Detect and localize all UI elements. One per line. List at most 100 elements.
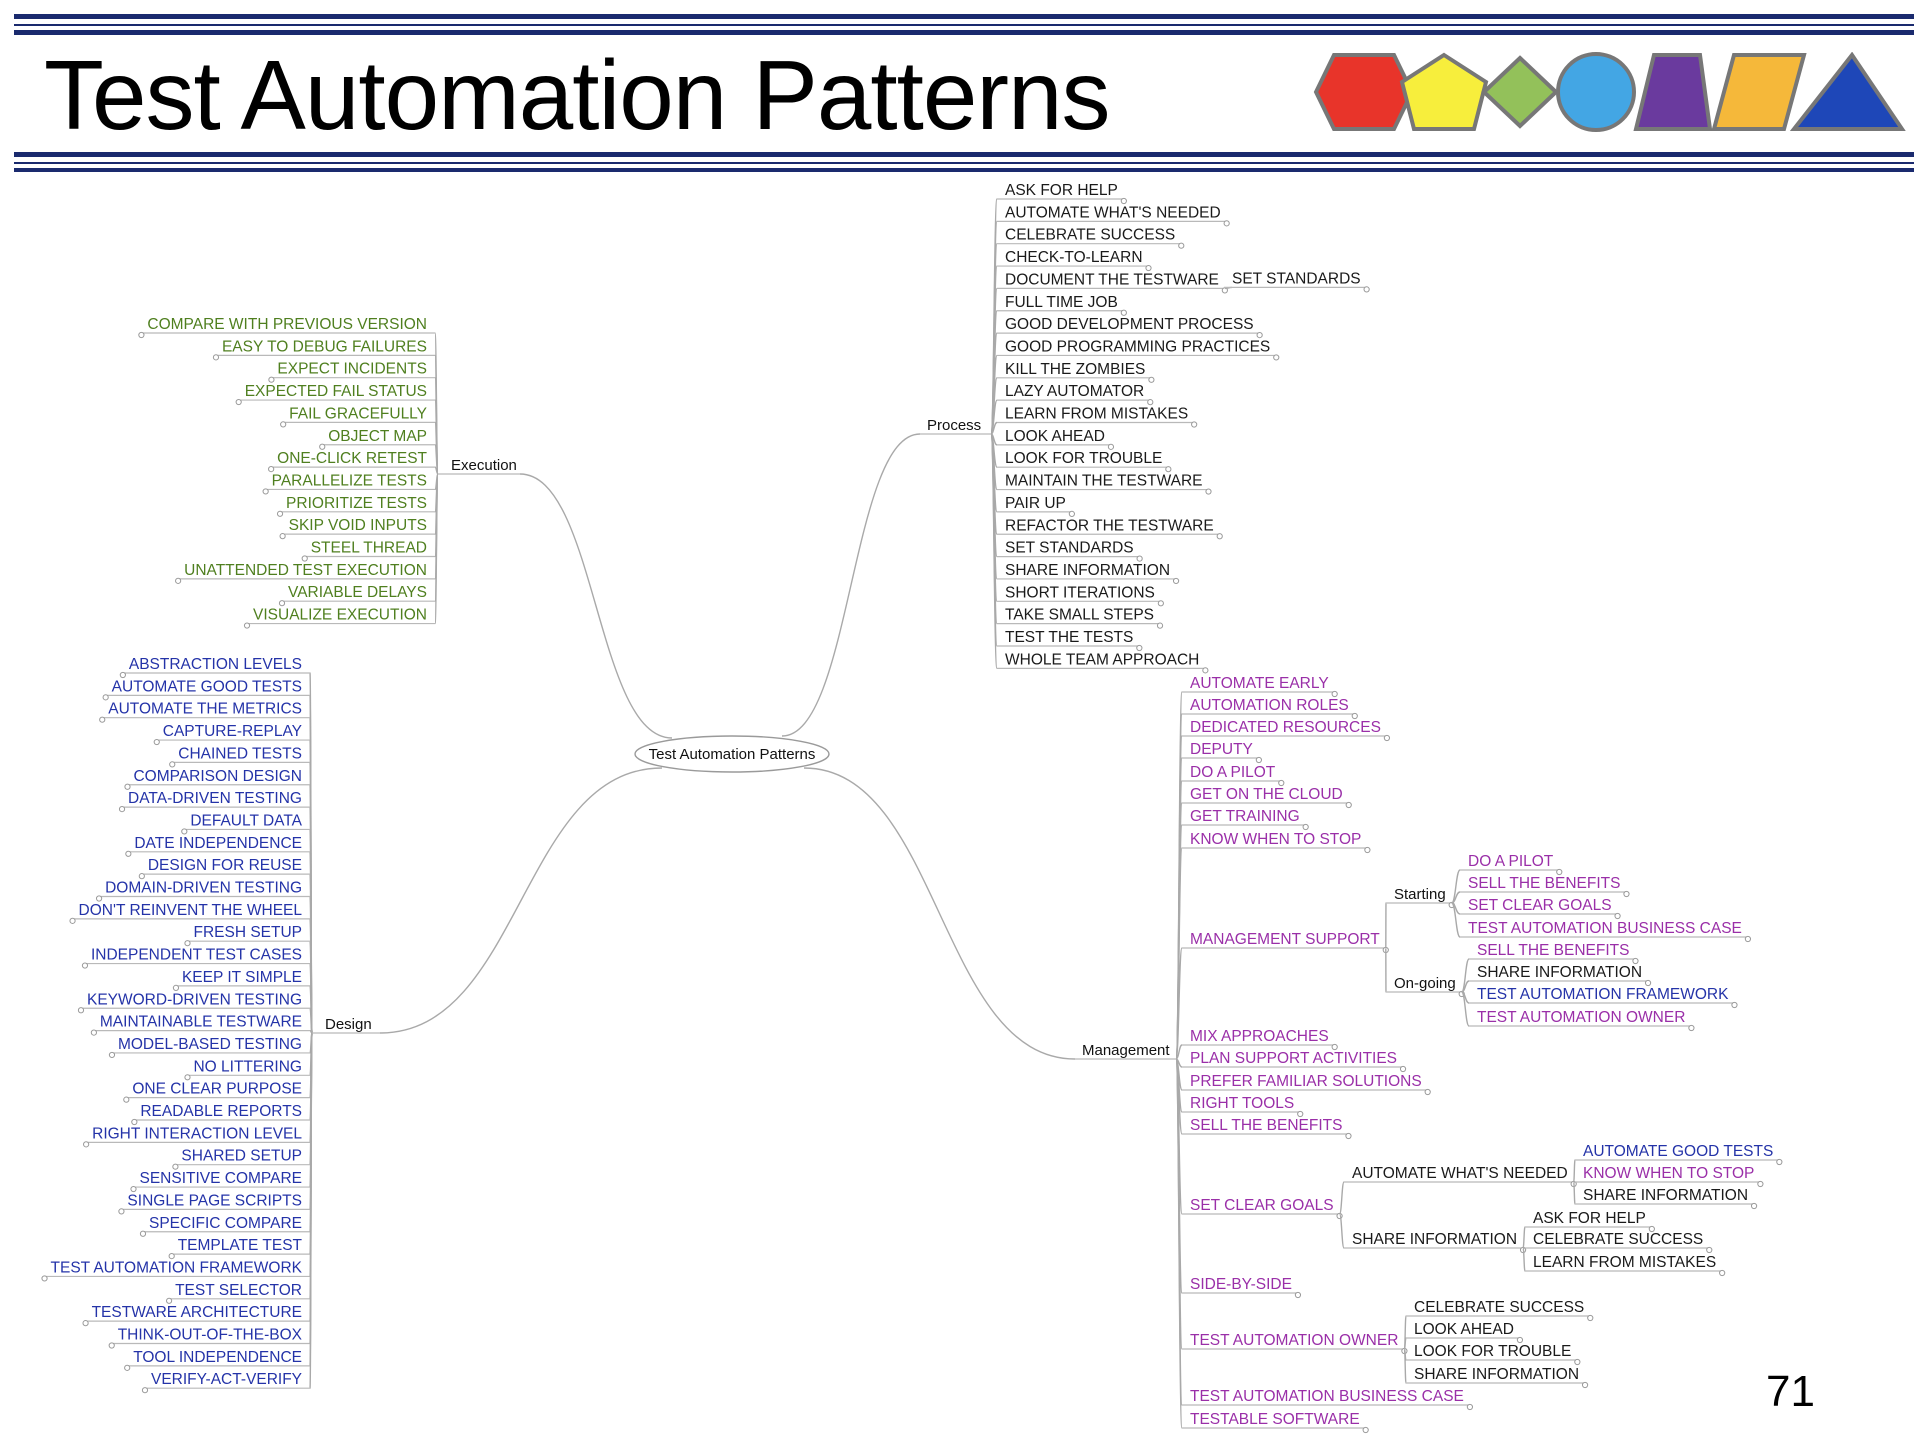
- pattern-node-look-ahead-106[interactable]: LOOK AHEAD: [1406, 1321, 1524, 1344]
- pattern-node-one-click-retest-6[interactable]: ONE-CLICK RETEST: [268, 450, 435, 473]
- pattern-node-test-automation-owner-88[interactable]: TEST AUTOMATION OWNER: [1469, 1009, 1695, 1032]
- pattern-node-keep-it-simple-28[interactable]: KEEP IT SIMPLE: [172, 969, 310, 992]
- pattern-node-test-automation-owner-104[interactable]: TEST AUTOMATION OWNER: [1182, 1332, 1408, 1355]
- pattern-node-celebrate-success-101[interactable]: CELEBRATE SUCCESS: [1525, 1231, 1713, 1254]
- pattern-node-side-by-side-103[interactable]: SIDE-BY-SIDE: [1182, 1276, 1302, 1299]
- pattern-node-document-the-testware-51[interactable]: DOCUMENT THE TESTWARE: [997, 271, 1228, 294]
- pattern-node-look-for-trouble-107[interactable]: LOOK FOR TROUBLE: [1406, 1343, 1581, 1366]
- pattern-node-automate-the-metrics-16[interactable]: AUTOMATE THE METRICS: [99, 701, 310, 723]
- branch-label-design[interactable]: Design: [325, 1016, 372, 1033]
- pattern-node-check-to-learn-50[interactable]: CHECK-TO-LEARN: [997, 249, 1152, 272]
- pattern-node-learn-from-mistakes-58[interactable]: LEARN FROM MISTAKES: [997, 406, 1198, 428]
- pattern-node-automation-roles-71[interactable]: AUTOMATION ROLES: [1182, 697, 1358, 720]
- pattern-node-specific-compare-39[interactable]: SPECIFIC COMPARE: [139, 1215, 310, 1237]
- pattern-node-default-data-21[interactable]: DEFAULT DATA: [181, 812, 310, 835]
- pattern-node-date-independence-22[interactable]: DATE INDEPENDENCE: [125, 835, 310, 857]
- pattern-node-know-when-to-stop-77[interactable]: KNOW WHEN TO STOP: [1182, 831, 1371, 854]
- pattern-node-management-support-78[interactable]: MANAGEMENT SUPPORT: [1182, 931, 1389, 954]
- pattern-node-maintainable-testware-30[interactable]: MAINTAINABLE TESTWARE: [90, 1014, 310, 1036]
- pattern-node-steel-thread-10[interactable]: STEEL THREAD: [301, 540, 435, 562]
- pattern-node-set-clear-goals-94[interactable]: SET CLEAR GOALS: [1182, 1197, 1343, 1220]
- pattern-node-maintain-the-testware-61[interactable]: MAINTAIN THE TESTWARE: [997, 473, 1212, 495]
- pattern-node-independent-test-cases-27[interactable]: INDEPENDENT TEST CASES: [81, 947, 310, 969]
- pattern-node-comparison-design-19[interactable]: COMPARISON DESIGN: [124, 768, 310, 790]
- pattern-node-look-ahead-59[interactable]: LOOK AHEAD: [997, 428, 1115, 450]
- pattern-node-test-automation-business-case-83[interactable]: TEST AUTOMATION BUSINESS CASE: [1460, 920, 1752, 943]
- pattern-node-visualize-execution-13[interactable]: VISUALIZE EXECUTION: [243, 607, 435, 629]
- pattern-node-capture-replay-17[interactable]: CAPTURE-REPLAY: [153, 723, 310, 746]
- pattern-node-data-driven-testing-20[interactable]: DATA-DRIVEN TESTING: [118, 790, 310, 813]
- pattern-node-share-information-99[interactable]: SHARE INFORMATION: [1344, 1231, 1527, 1254]
- pattern-node-keyword-driven-testing-29[interactable]: KEYWORD-DRIVEN TESTING: [77, 991, 310, 1014]
- pattern-node-readable-reports-34[interactable]: READABLE REPORTS: [131, 1103, 310, 1126]
- pattern-node-object-map-5[interactable]: OBJECT MAP: [319, 428, 435, 450]
- pattern-node-do-a-pilot-80[interactable]: DO A PILOT: [1460, 853, 1563, 876]
- pattern-node-dedicated-resources-72[interactable]: DEDICATED RESOURCES: [1182, 719, 1391, 742]
- pattern-node-get-on-the-cloud-75[interactable]: GET ON THE CLOUD: [1182, 786, 1352, 809]
- pattern-node-test-selector-42[interactable]: TEST SELECTOR: [165, 1282, 310, 1304]
- pattern-node-prioritize-tests-8[interactable]: PRIORITIZE TESTS: [276, 495, 435, 517]
- pattern-node-whole-team-approach-69[interactable]: WHOLE TEAM APPROACH: [997, 651, 1209, 674]
- root-node[interactable]: [634, 735, 830, 773]
- pattern-node-automate-good-tests-15[interactable]: AUTOMATE GOOD TESTS: [102, 678, 310, 701]
- pattern-node-right-interaction-level-35[interactable]: RIGHT INTERACTION LEVEL: [83, 1125, 310, 1148]
- pattern-node-do-a-pilot-74[interactable]: DO A PILOT: [1182, 764, 1285, 787]
- pattern-node-refactor-the-testware-63[interactable]: REFACTOR THE TESTWARE: [997, 517, 1223, 540]
- pattern-node-set-standards-64[interactable]: SET STANDARDS: [997, 540, 1143, 562]
- pattern-node-easy-to-debug-failures-1[interactable]: EASY TO DEBUG FAILURES: [212, 338, 435, 361]
- pattern-node-model-based-testing-31[interactable]: MODEL-BASED TESTING: [108, 1036, 310, 1059]
- pattern-node-abstraction-levels-14[interactable]: ABSTRACTION LEVELS: [119, 656, 310, 679]
- pattern-node-sell-the-benefits-93[interactable]: SELL THE BENEFITS: [1182, 1117, 1352, 1140]
- pattern-node-expect-incidents-2[interactable]: EXPECT INCIDENTS: [268, 361, 435, 383]
- pattern-node-kill-the-zombies-56[interactable]: KILL THE ZOMBIES: [997, 361, 1155, 383]
- pattern-node-short-iterations-66[interactable]: SHORT ITERATIONS: [997, 584, 1164, 607]
- pattern-node-domain-driven-testing-24[interactable]: DOMAIN-DRIVEN TESTING: [95, 880, 310, 902]
- pattern-node-good-programming-practices-55[interactable]: GOOD PROGRAMMING PRACTICES: [997, 338, 1280, 361]
- pattern-node-automate-good-tests-96[interactable]: AUTOMATE GOOD TESTS: [1575, 1143, 1783, 1166]
- pattern-node-ask-for-help-47[interactable]: ASK FOR HELP: [997, 182, 1127, 205]
- pattern-node-share-information-98[interactable]: SHARE INFORMATION: [1575, 1187, 1758, 1210]
- pattern-node-prefer-familiar-solutions-91[interactable]: PREFER FAMILIAR SOLUTIONS: [1182, 1073, 1431, 1096]
- pattern-node-single-page-scripts-38[interactable]: SINGLE PAGE SCRIPTS: [118, 1192, 310, 1215]
- branch-label-management[interactable]: Management: [1082, 1042, 1170, 1059]
- pattern-node-variable-delays-12[interactable]: VARIABLE DELAYS: [278, 584, 435, 607]
- pattern-node-celebrate-success-105[interactable]: CELEBRATE SUCCESS: [1406, 1299, 1594, 1322]
- pattern-node-test-automation-framework-87[interactable]: TEST AUTOMATION FRAMEWORK: [1469, 986, 1738, 1009]
- pattern-node-on-going-84[interactable]: On-going: [1386, 975, 1465, 998]
- pattern-node-automate-what-s-needed-95[interactable]: AUTOMATE WHAT'S NEEDED: [1344, 1165, 1577, 1188]
- pattern-node-mix-approaches-89[interactable]: MIX APPROACHES: [1182, 1028, 1338, 1051]
- pattern-node-fresh-setup-26[interactable]: FRESH SETUP: [184, 924, 310, 947]
- pattern-node-parallelize-tests-7[interactable]: PARALLELIZE TESTS: [262, 472, 435, 495]
- pattern-node-don-t-reinvent-the-wheel-25[interactable]: DON'T REINVENT THE WHEEL: [69, 902, 310, 924]
- pattern-node-testware-architecture-43[interactable]: TESTWARE ARCHITECTURE: [82, 1304, 310, 1327]
- pattern-node-lazy-automator-57[interactable]: LAZY AUTOMATOR: [997, 383, 1154, 406]
- pattern-node-shared-setup-36[interactable]: SHARED SETUP: [172, 1148, 310, 1170]
- pattern-node-no-littering-32[interactable]: NO LITTERING: [184, 1058, 310, 1081]
- pattern-node-right-tools-92[interactable]: RIGHT TOOLS: [1182, 1095, 1304, 1118]
- pattern-node-unattended-test-execution-11[interactable]: UNATTENDED TEST EXECUTION: [175, 562, 435, 584]
- pattern-node-deputy-73[interactable]: DEPUTY: [1182, 741, 1262, 764]
- pattern-node-expected-fail-status-3[interactable]: EXPECTED FAIL STATUS: [235, 383, 435, 406]
- pattern-node-set-standards-52[interactable]: SET STANDARDS: [1224, 270, 1370, 293]
- pattern-node-design-for-reuse-23[interactable]: DESIGN FOR REUSE: [138, 857, 310, 880]
- pattern-node-celebrate-success-49[interactable]: CELEBRATE SUCCESS: [997, 227, 1185, 249]
- pattern-node-get-training-76[interactable]: GET TRAINING: [1182, 808, 1309, 831]
- pattern-node-full-time-job-53[interactable]: FULL TIME JOB: [997, 294, 1127, 316]
- pattern-node-chained-tests-18[interactable]: CHAINED TESTS: [169, 745, 310, 768]
- branch-label-execution[interactable]: Execution: [451, 457, 517, 474]
- pattern-node-test-automation-framework-41[interactable]: TEST AUTOMATION FRAMEWORK: [41, 1259, 310, 1282]
- pattern-node-sensitive-compare-37[interactable]: SENSITIVE COMPARE: [130, 1170, 310, 1193]
- pattern-node-test-automation-business-case-109[interactable]: TEST AUTOMATION BUSINESS CASE: [1182, 1388, 1474, 1411]
- pattern-node-plan-support-activities-90[interactable]: PLAN SUPPORT ACTIVITIES: [1182, 1050, 1407, 1073]
- pattern-node-share-information-108[interactable]: SHARE INFORMATION: [1406, 1366, 1589, 1389]
- pattern-node-take-small-steps-67[interactable]: TAKE SMALL STEPS: [997, 607, 1164, 629]
- pattern-node-learn-from-mistakes-102[interactable]: LEARN FROM MISTAKES: [1525, 1254, 1726, 1277]
- pattern-node-skip-void-inputs-9[interactable]: SKIP VOID INPUTS: [279, 517, 435, 540]
- pattern-node-testable-software-110[interactable]: TESTABLE SOFTWARE: [1182, 1411, 1369, 1434]
- pattern-node-set-clear-goals-82[interactable]: SET CLEAR GOALS: [1460, 897, 1621, 920]
- pattern-node-one-clear-purpose-33[interactable]: ONE CLEAR PURPOSE: [123, 1081, 310, 1103]
- pattern-node-fail-gracefully-4[interactable]: FAIL GRACEFULLY: [280, 405, 435, 428]
- pattern-node-ask-for-help-100[interactable]: ASK FOR HELP: [1525, 1210, 1655, 1233]
- pattern-node-test-the-tests-68[interactable]: TEST THE TESTS: [997, 629, 1143, 652]
- pattern-node-sell-the-benefits-85[interactable]: SELL THE BENEFITS: [1469, 942, 1639, 965]
